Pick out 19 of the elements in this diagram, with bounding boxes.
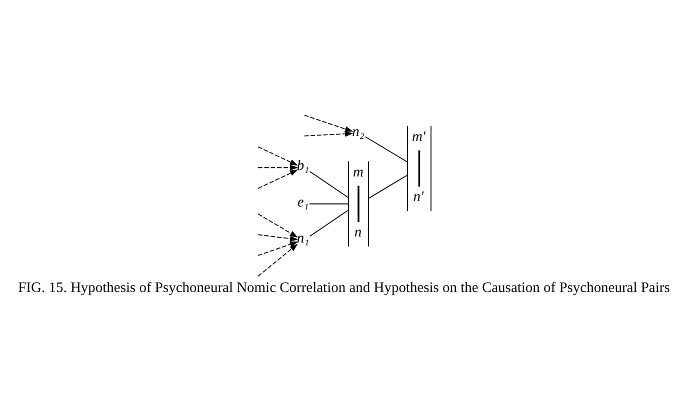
connector xyxy=(309,171,349,198)
arrow xyxy=(304,126,354,137)
arrow xyxy=(258,213,298,242)
connector xyxy=(309,210,349,237)
arrow xyxy=(258,146,298,170)
node-text: n₂ xyxy=(352,124,364,140)
arrow xyxy=(304,114,354,137)
connector xyxy=(309,203,349,204)
arrow xyxy=(258,236,298,256)
arrow xyxy=(258,230,298,247)
arrow xyxy=(258,242,298,277)
caption: FIG. 15. Hypothesis of Psychoneural Nomic Correlation and Hypothesis on the Causation of Psychoneural Pairs xyxy=(18,280,670,296)
connector xyxy=(368,174,408,199)
node-text: e₁ xyxy=(297,194,309,210)
node-text: n₁ xyxy=(296,230,310,247)
arrow xyxy=(258,160,298,176)
node-text: b₁ xyxy=(296,158,310,174)
connector xyxy=(364,136,408,162)
arrow xyxy=(258,164,298,189)
